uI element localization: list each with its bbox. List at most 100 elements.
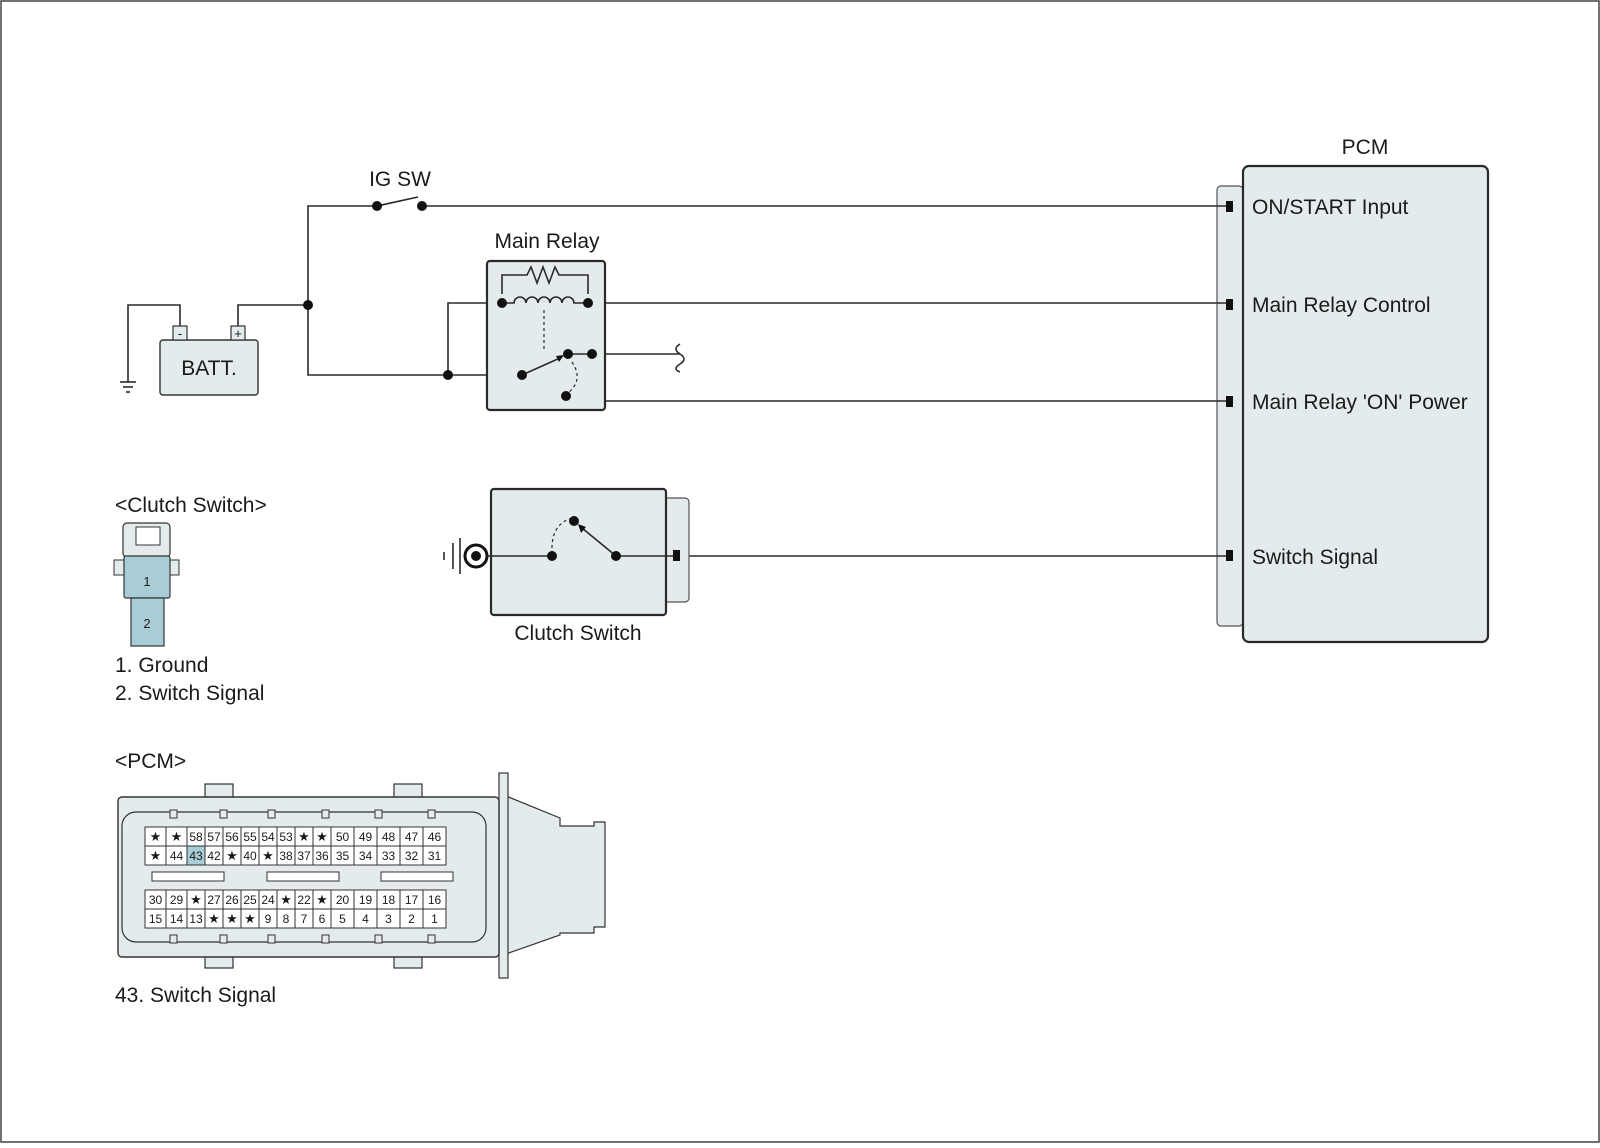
clutch-switch-pin — [673, 550, 680, 561]
pcm-connector-keys — [169, 809, 436, 944]
pcm-pin-label: 16 — [428, 893, 442, 907]
pcm-pin-label: 36 — [315, 849, 329, 863]
pcm-input-on-start: ON/START Input — [1252, 196, 1409, 219]
pcm-pin-label: 3 — [385, 912, 392, 926]
pcm-pin-unused-star: ★ — [316, 829, 328, 844]
pcm-pin-label: 29 — [170, 893, 184, 907]
junction-dot — [303, 300, 313, 310]
pcm-connector-clip — [204, 783, 234, 799]
pcm-pin-label: 55 — [243, 830, 257, 844]
wires — [120, 196, 1226, 557]
pcm-connector-face — [121, 811, 487, 943]
pcm-pin-label: 17 — [405, 893, 419, 907]
ig-sw-contact-blade — [376, 196, 419, 207]
clutch-switch-terminal — [611, 551, 621, 561]
ig-sw-label: IG SW — [369, 168, 431, 191]
pcm-pin-main-relay-on-power — [1226, 396, 1233, 407]
pcm-pin-label: 53 — [279, 830, 293, 844]
pcm-pin-label: 42 — [207, 849, 221, 863]
pcm-connector-slot — [266, 871, 340, 882]
wire-relay-coil-feed — [447, 302, 502, 375]
pcm-pin-label: 6 — [319, 912, 326, 926]
pcm-connector-title: <PCM> — [115, 750, 186, 773]
relay-switch-travel — [567, 361, 578, 394]
pcm-pin-label: 43 — [189, 849, 203, 863]
pcm-connector-key — [169, 809, 178, 819]
wire-ig-sw-feed — [307, 205, 377, 305]
pcm-connector-key — [427, 934, 436, 944]
pcm-pin-main-relay-control — [1226, 299, 1233, 310]
pcm-input-main-relay-on-power: Main Relay 'ON' Power — [1252, 391, 1468, 414]
pcm-connector-slot — [151, 871, 225, 882]
pcm-connector-key — [169, 934, 178, 944]
wire-batt-plus — [237, 304, 308, 326]
pcm-pin-label: 24 — [261, 893, 275, 907]
pcm-connector-key — [267, 934, 276, 944]
battery-plus-post — [230, 325, 246, 341]
pcm-pin-label: 8 — [283, 912, 290, 926]
clutch-switch-travel — [551, 517, 573, 549]
clutch-switch-label: Clutch Switch — [514, 622, 641, 645]
ig-sw-terminal — [372, 201, 382, 211]
pcm-connector-key — [267, 809, 276, 819]
relay-terminal — [587, 349, 597, 359]
pcm-pin-label: 27 — [207, 893, 221, 907]
relay-switch-arrow-icon — [556, 355, 564, 362]
pcm-module: PCM ON/START Input Main Relay Control Ma… — [1216, 136, 1490, 644]
pcm-pin-label: 14 — [170, 912, 184, 926]
pcm-connector-key — [219, 809, 228, 819]
pcm-pin-label: 58 — [189, 830, 203, 844]
pcm-pin-unused-star: ★ — [244, 911, 256, 926]
pcm-pin-unused-star: ★ — [208, 911, 220, 926]
pcm-pin-unused-star: ★ — [190, 892, 202, 907]
pcm-pin-cell — [422, 908, 447, 929]
pcm-pin-label: 9 — [265, 912, 272, 926]
pcm-connector-slot — [380, 871, 454, 882]
pcm-pin-label: 50 — [336, 830, 350, 844]
junction-dots — [303, 201, 453, 380]
clutch-connector-pin-2-label: 2 — [143, 616, 150, 631]
pcm-pin-label: 49 — [359, 830, 373, 844]
pcm-pin-label: 46 — [428, 830, 442, 844]
pcm-pin-unused-star: ★ — [150, 829, 162, 844]
pcm-pin-label: 5 — [339, 912, 346, 926]
battery-minus-sign: - — [178, 326, 182, 341]
pcm-pin-label: 22 — [297, 893, 311, 907]
wire-main-relay-on-power — [591, 354, 1226, 402]
pcm-pin-unused-star: ★ — [226, 911, 238, 926]
pcm-connector-key — [374, 809, 383, 819]
pcm-pin-unused-star: ★ — [298, 829, 310, 844]
pcm-pin-label: 34 — [359, 849, 373, 863]
wire-break-symbol — [675, 343, 685, 373]
pcm-pin-label: 54 — [261, 830, 275, 844]
battery-body — [159, 339, 259, 396]
pcm-pin-label: 13 — [189, 912, 203, 926]
pcm-input-main-relay-control: Main Relay Control — [1252, 294, 1431, 317]
pcm-pin-label: 30 — [149, 893, 163, 907]
pcm-pin-label: 57 — [207, 830, 221, 844]
pcm-pin-label: 44 — [170, 849, 184, 863]
pcm-pin-switch-signal — [1226, 550, 1233, 561]
clutch-connector-legend-2: 2. Switch Signal — [115, 682, 264, 705]
clutch-connector-pin-1-label: 1 — [143, 574, 150, 589]
clutch-switch-terminal — [569, 516, 579, 526]
pcm-pin-label: 1 — [431, 912, 438, 926]
pcm-pin-label: 26 — [225, 893, 239, 907]
pcm-connector-cable-boot — [505, 795, 606, 955]
clutch-connector-legend-1: 1. Ground — [115, 654, 208, 677]
pcm-pin-label: 40 — [243, 849, 257, 863]
clutch-connector-pin-2 — [130, 597, 165, 647]
battery-minus-post — [172, 325, 188, 341]
pcm-pin-unused-star: ★ — [150, 848, 162, 863]
relay-resistor-icon — [501, 264, 589, 294]
wire-batt-relay — [307, 305, 526, 376]
relay-coil-icon — [502, 296, 588, 304]
pcm-connector-key — [219, 934, 228, 944]
pcm-connector-key — [427, 809, 436, 819]
pcm-pin-unused-star: ★ — [280, 892, 292, 907]
battery-label: BATT. — [181, 357, 237, 380]
